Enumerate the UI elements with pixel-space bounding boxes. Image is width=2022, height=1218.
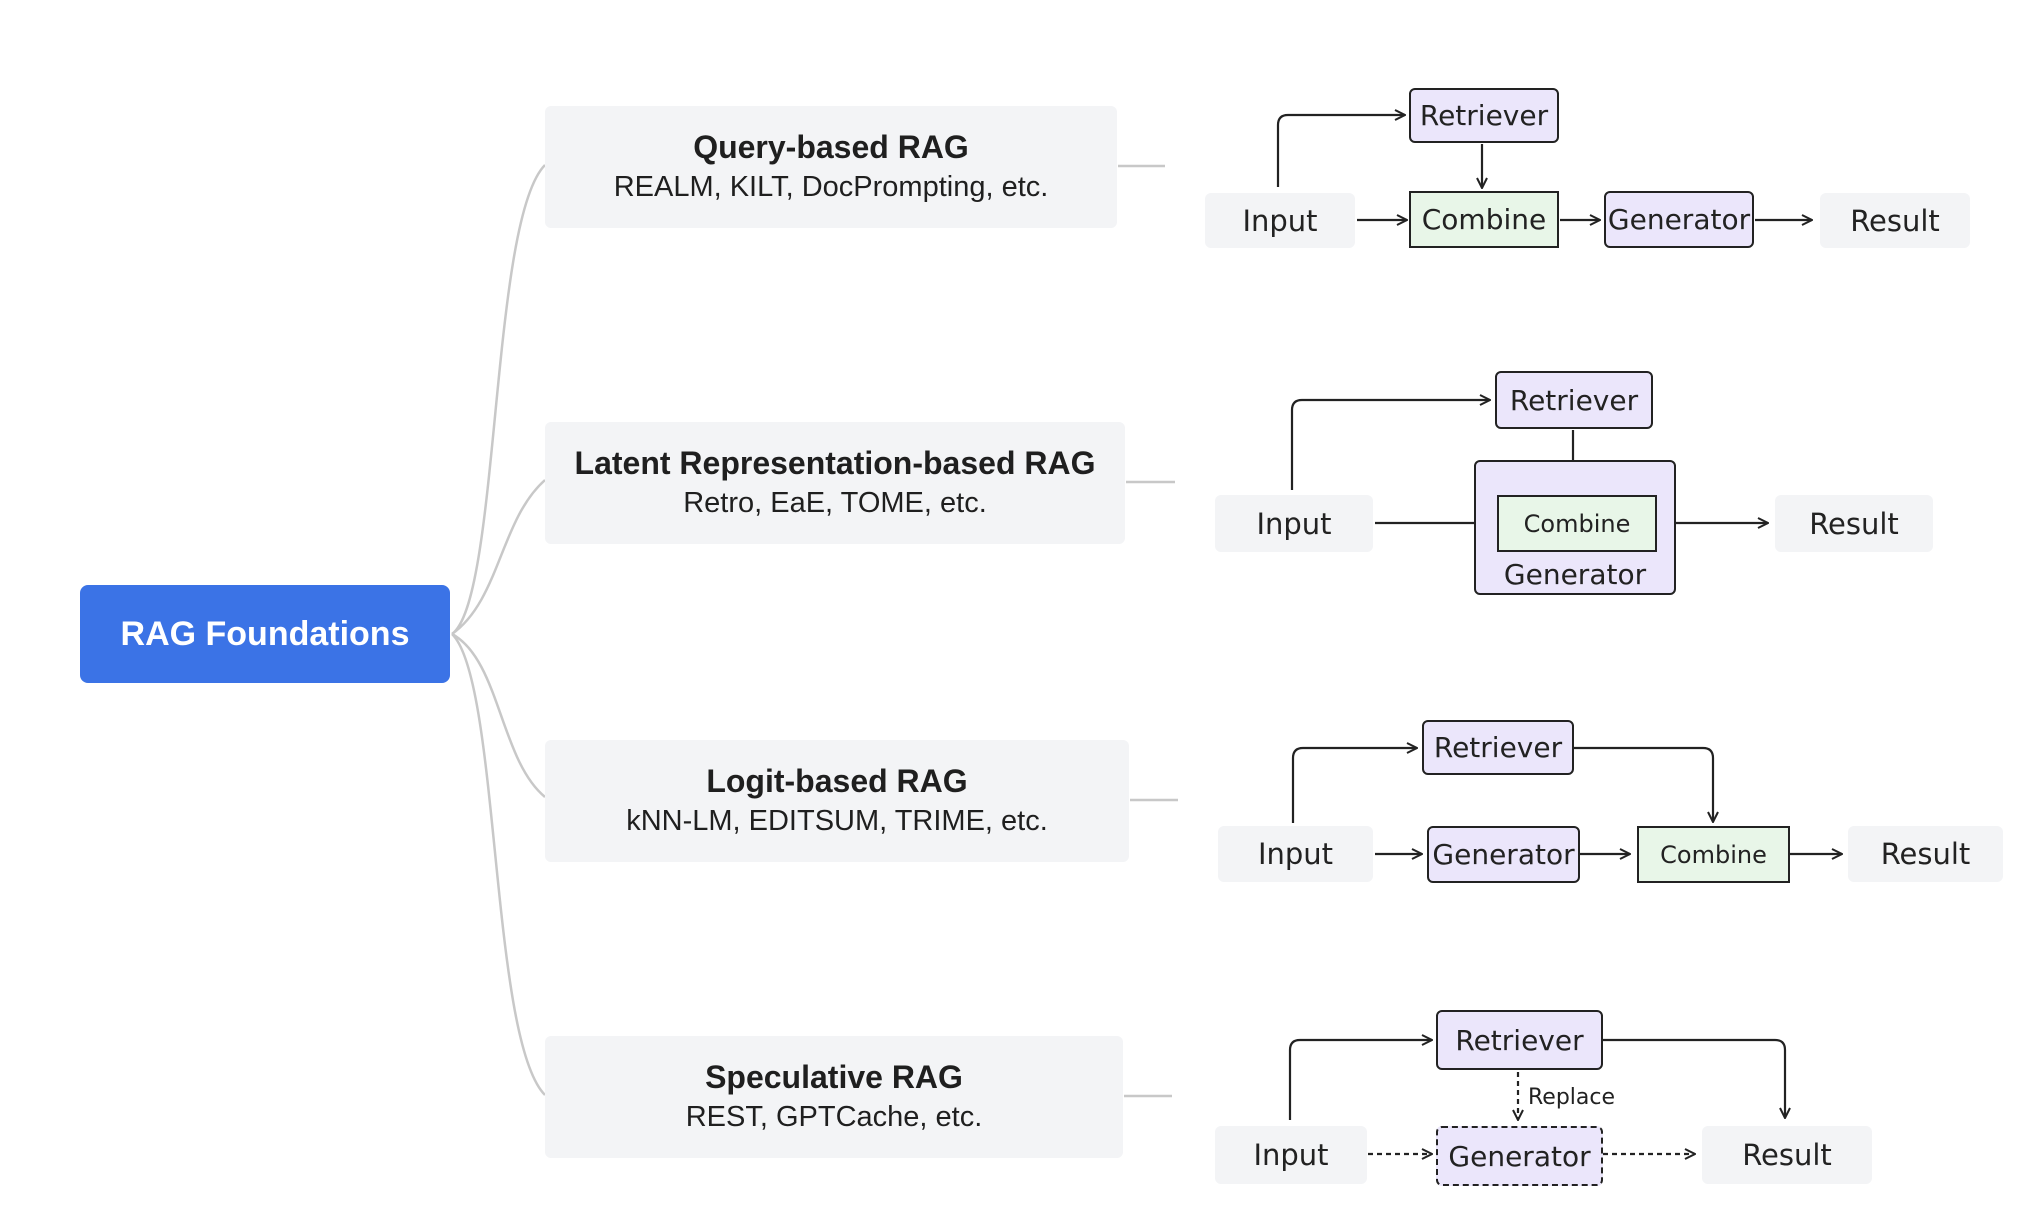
category-logit-based: Logit-based RAG kNN-LM, EDITSUM, TRIME, … xyxy=(545,740,1129,862)
root-node: RAG Foundations xyxy=(80,585,450,683)
latent-result: Result xyxy=(1775,495,1933,552)
category-title: Speculative RAG xyxy=(705,1059,963,1095)
category-examples: Retro, EaE, TOME, etc. xyxy=(683,487,987,519)
arrow-logit-retriever-combine xyxy=(1573,746,1713,822)
replace-label: Replace xyxy=(1528,1085,1616,1110)
tree-connectors xyxy=(451,164,1178,1098)
category-title: Query-based RAG xyxy=(693,129,969,165)
speculative-retriever: Retriever xyxy=(1436,1010,1603,1070)
connector-logit xyxy=(451,632,546,798)
category-title: Logit-based RAG xyxy=(706,763,968,799)
logit-combine: Combine xyxy=(1637,826,1790,883)
arrow-spec-retriever-result xyxy=(1603,1038,1785,1118)
connector-latent xyxy=(451,479,546,636)
speculative-input: Input xyxy=(1215,1126,1367,1184)
speculative-result: Result xyxy=(1702,1126,1872,1184)
latent-retriever: Retriever xyxy=(1495,371,1653,429)
category-speculative: Speculative RAG REST, GPTCache, etc. xyxy=(545,1036,1123,1158)
latent-generator-label: Generator xyxy=(1503,558,1647,591)
query-combine: Combine xyxy=(1409,191,1559,248)
category-examples: REST, GPTCache, etc. xyxy=(685,1101,983,1133)
query-generator: Generator xyxy=(1604,191,1754,248)
arrow-logit-input-retriever xyxy=(1291,748,1417,823)
latent-input: Input xyxy=(1215,495,1373,552)
speculative-generator: Generator xyxy=(1436,1126,1603,1186)
query-input: Input xyxy=(1205,193,1355,248)
logit-generator: Generator xyxy=(1427,826,1580,883)
logit-retriever: Retriever xyxy=(1422,720,1574,775)
query-retriever: Retriever xyxy=(1409,88,1559,143)
category-examples: kNN-LM, EDITSUM, TRIME, etc. xyxy=(626,805,1048,837)
logit-input: Input xyxy=(1218,826,1373,882)
arrow-query-input-retriever xyxy=(1276,115,1405,187)
category-latent-representation: Latent Representation-based RAG Retro, E… xyxy=(545,422,1125,544)
connector-speculative xyxy=(451,633,546,1096)
flow-arrows xyxy=(1276,115,1842,1154)
connector-query xyxy=(451,164,546,636)
category-examples: REALM, KILT, DocPrompting, etc. xyxy=(613,171,1049,203)
latent-combine: Combine xyxy=(1497,495,1657,552)
arrow-latent-input-retriever xyxy=(1290,400,1490,490)
logit-result: Result xyxy=(1848,826,2003,882)
category-query-based: Query-based RAG REALM, KILT, DocPromptin… xyxy=(545,106,1117,228)
category-title: Latent Representation-based RAG xyxy=(574,445,1096,481)
query-result: Result xyxy=(1820,193,1970,248)
arrow-spec-input-retriever xyxy=(1288,1040,1432,1120)
